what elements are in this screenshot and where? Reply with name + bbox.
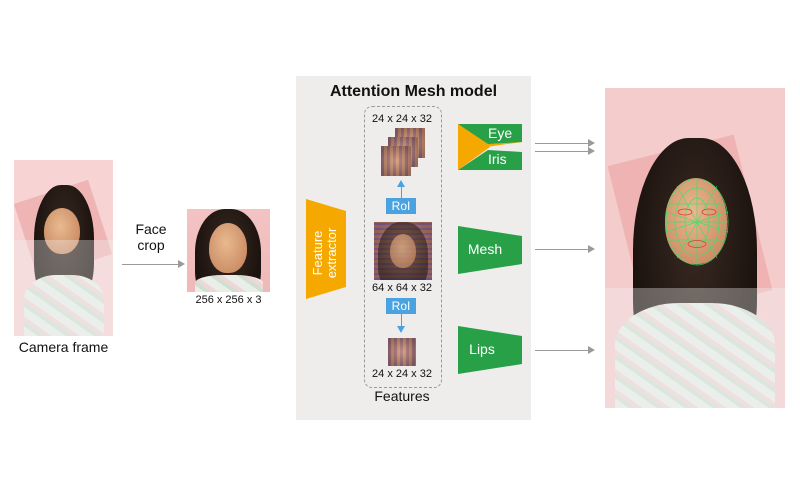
mesh-head-label: Mesh bbox=[467, 241, 503, 257]
bottom-feature-dims: 24 x 24 x 32 bbox=[372, 368, 432, 380]
camera-frame-image bbox=[14, 160, 113, 336]
arrow-camera-to-crop bbox=[122, 264, 180, 265]
feature-extractor-line2: extractor bbox=[324, 227, 339, 279]
lips-head bbox=[458, 326, 522, 374]
lips-head-label: Lips bbox=[469, 341, 495, 357]
face-crop-label-line2: crop bbox=[137, 237, 165, 253]
eye-iris-head bbox=[458, 124, 522, 170]
eye-head-label: Eye bbox=[488, 125, 513, 141]
iris-head-label: Iris bbox=[488, 151, 507, 167]
arrow-lips-out bbox=[535, 350, 589, 351]
face-crop-image bbox=[187, 209, 270, 292]
arrow-lips-out-head bbox=[588, 346, 595, 354]
camera-frame-label: Camera frame bbox=[18, 339, 109, 355]
arrow-mesh-out-head bbox=[588, 245, 595, 253]
roi-up-arrow-shaft bbox=[401, 186, 402, 200]
roi-down-arrow-shaft bbox=[401, 314, 402, 326]
arrow-mesh-out bbox=[535, 249, 589, 250]
arrow-iris-out-head bbox=[588, 147, 595, 155]
roi-down-arrow-head bbox=[397, 326, 405, 333]
mid-feature-dims: 64 x 64 x 32 bbox=[372, 282, 432, 294]
face-mesh-overlay bbox=[665, 178, 729, 266]
mid-feature-map bbox=[374, 222, 432, 280]
features-label: Features bbox=[374, 388, 430, 404]
face-crop-label-line1: Face bbox=[135, 221, 167, 237]
feature-extractor-block bbox=[306, 199, 346, 299]
arrow-eye-out-head bbox=[588, 139, 595, 147]
mesh-head bbox=[458, 226, 522, 274]
feature-extractor-text: Feature extractor bbox=[310, 205, 341, 301]
roi-bottom-tag: RoI bbox=[386, 298, 416, 314]
lips-crop-tile bbox=[388, 338, 416, 366]
feature-extractor-line1: Feature bbox=[310, 230, 325, 276]
eye-crop-tile-front bbox=[381, 146, 411, 176]
top-feature-dims: 24 x 24 x 32 bbox=[372, 113, 432, 125]
output-frame-image bbox=[605, 88, 785, 408]
features-box bbox=[364, 106, 442, 388]
arrow-iris-out bbox=[535, 151, 589, 152]
arrow-camera-to-crop-head bbox=[178, 260, 185, 268]
model-title: Attention Mesh model bbox=[329, 83, 498, 100]
roi-top-tag: RoI bbox=[386, 198, 416, 214]
face-crop-dims: 256 x 256 x 3 bbox=[195, 294, 262, 306]
arrow-eye-out bbox=[535, 143, 589, 144]
roi-up-arrow-head bbox=[397, 180, 405, 187]
